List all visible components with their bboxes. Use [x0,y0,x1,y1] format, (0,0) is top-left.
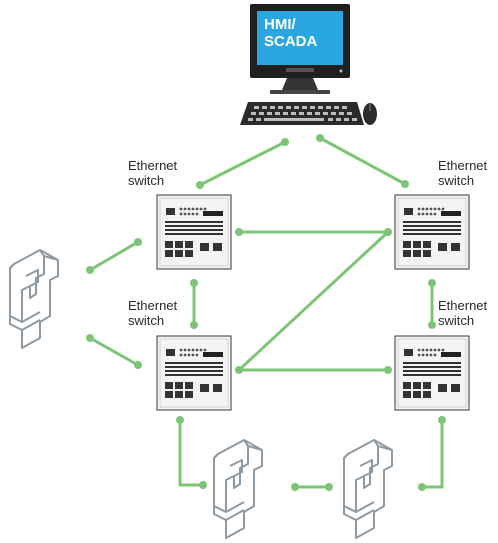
mouse-icon [363,103,377,125]
network-links [86,134,446,491]
switch-label-top-right: Ethernet switch [438,158,487,188]
field-device-icon [9,249,59,349]
switch-label-line1: Ethernet [128,298,178,313]
ethernet-switch-icon [394,194,470,270]
link-dev2-br [422,420,444,489]
hmi-label-line2: SCADA [264,33,318,50]
ethernet-switch-icon [394,335,470,411]
link-dev-left-tl [89,240,139,272]
keyboard-icon [240,102,364,125]
hmi-computer: HMI/ SCADA [240,4,377,125]
link-bl-tr [237,230,390,372]
switch-label-line2: switch [438,313,475,328]
switch-label-line1: Ethernet [128,158,178,173]
field-device-icon [343,439,393,539]
computer-monitor-icon: HMI/ SCADA [250,4,350,94]
link-hmi-switch-tl [199,140,286,187]
switch-label-line2: switch [128,313,165,328]
link-bl-dev1 [178,420,203,487]
ethernet-switch-icon [156,194,232,270]
hmi-label-line1: HMI/ [264,16,296,33]
switch-label-line2: switch [438,173,475,188]
switch-label-top-left: Ethernet switch [128,158,177,188]
switch-label-bottom-left: Ethernet switch [128,298,177,328]
link-dev-left-bl [89,336,139,367]
switch-label-line1: Ethernet [438,158,488,173]
ethernet-switch-icon [156,335,232,411]
switch-label-bottom-right: Ethernet switch [438,298,487,328]
switch-label-line1: Ethernet [438,298,488,313]
link-hmi-switch-tr [319,136,406,186]
switch-label-line2: switch [128,173,165,188]
field-device-icon [213,439,263,539]
